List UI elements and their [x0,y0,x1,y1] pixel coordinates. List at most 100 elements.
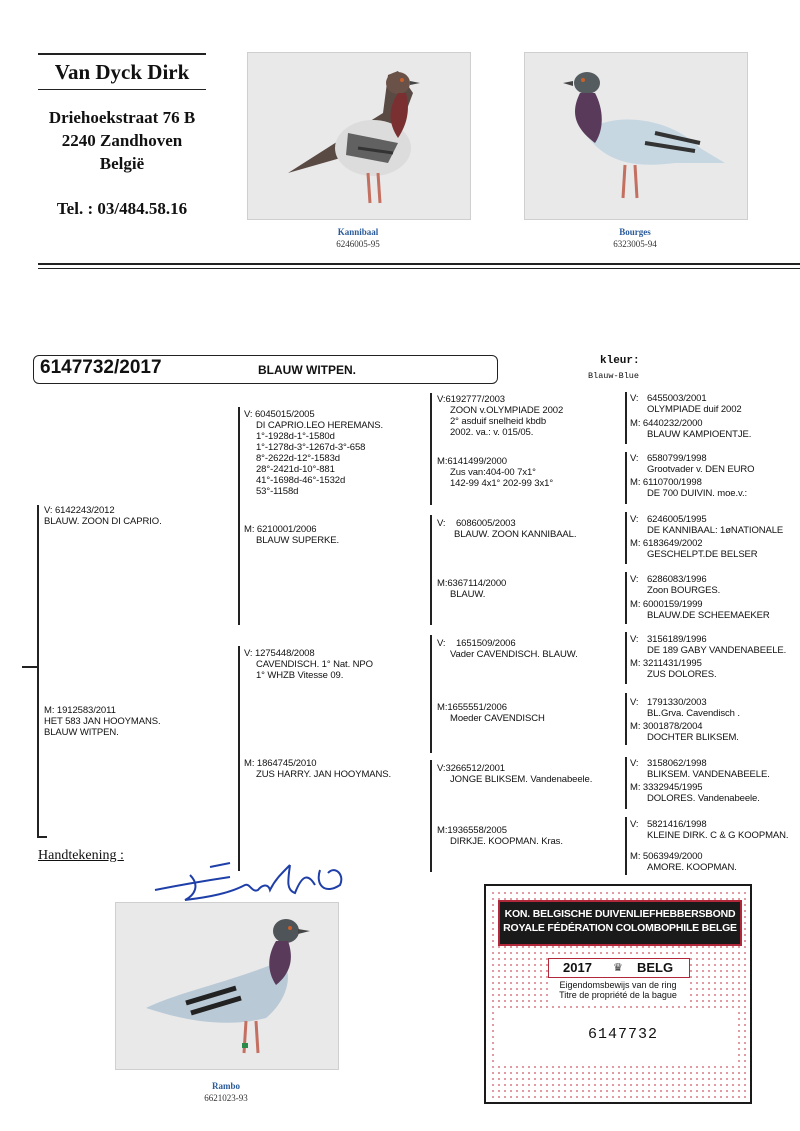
bird-description: BLAUW. ZOON DI CAPRIO. [44,516,162,527]
gen3-entry-6: M:1655551/2006 Moeder CAVENDISCH [437,702,545,724]
bird-description: DIRKJE. KOOPMAN. Kras. [450,836,563,847]
gen4-bracket-4 [625,572,627,624]
gen1-sire: V: 6142243/2012 BLAUW. ZOON DI CAPRIO. [44,505,162,527]
ring-number: 5821416/1998 [646,819,707,830]
header-name-rule [38,89,206,90]
gen2-bracket-top [238,407,240,625]
bird-description: Zoon BOURGES. [647,585,721,596]
photo-bourges [524,52,748,220]
breeder-country: België [99,154,145,173]
ring-number: 6045015/2005 [254,409,315,420]
ring-number: 6246005/1995 [646,514,707,525]
photo-kannibaal-ring: 6246005-95 [336,239,380,249]
bird-result: 8°-2622d-12°-1583d [256,453,340,464]
sire-label: V: [630,758,639,769]
bird-result: 2002. va.: v. 015/05. [450,427,534,438]
bird-description: AMORE. KOOPMAN. [647,862,737,873]
header-top-rule [38,53,206,55]
ownership-certificate: KON. BELGISCHE DUIVENLIEFHEBBERSBOND ROY… [484,884,752,1104]
bird-description: DOCHTER BLIKSEM. [647,732,739,743]
bird-result: 53°-1158d [256,486,299,497]
certificate-country: BELG [637,960,674,975]
bird-description: DE KANNIBAAL: 1øNATIONALE [647,525,784,536]
signature-label: Handtekening : [38,848,124,863]
gen3-entry-2: M:6141499/2000 Zus van:404-00 7x1° 142-9… [437,456,553,489]
breeder-city: 2240 Zandhoven [61,131,183,150]
bird-description: BLAUW. ZOON KANNIBAAL. [454,529,577,540]
ring-number: 3001878/2004 [642,721,703,732]
gen4-bracket-7 [625,757,627,809]
dam-label: M: [437,578,448,589]
gen2-bracket-bottom [238,646,240,871]
gen2-dam-2: M: 1864745/2010 ZUS HARRY. JAN HOOYMANS. [244,758,391,780]
sire-label: V: [437,638,446,649]
sire-label: V: [630,514,639,525]
certificate-line-1: KON. BELGISCHE DUIVENLIEFHEBBERSBOND [504,908,736,920]
photo-rambo-name: Rambo [211,1081,240,1091]
ring-number: 3158062/1998 [646,758,707,769]
sire-label: V: [437,518,446,529]
ring-number: 6455003/2001 [646,393,707,404]
ring-number: 6183649/2002 [642,538,703,549]
dam-label: M: [437,702,448,713]
gen4-bracket-2 [625,452,627,504]
ring-number: 1655551/2006 [447,702,507,713]
bird-description: BLAUW. [450,589,486,600]
bird-description: Grootvader v. DEN EURO [647,464,755,475]
gen1-dam: M: 1912583/2011 HET 583 JAN HOOYMANS. BL… [44,705,161,738]
gen4-bracket-6 [625,693,627,745]
sire-label: V: [244,409,253,420]
breeder-street: Driehoekstraat 76 B [48,108,196,127]
bird-result: 1° WHZB Vitesse 09. [256,670,344,681]
ring-number: 6367114/2000 [447,578,507,589]
sire-label: V: [630,634,639,645]
certificate-title-fr: Titre de propriété de la bague [559,990,677,1000]
certificate-ring-number: 6147732 [588,1026,659,1043]
dam-label: M: [437,825,448,836]
kleur-value: Blauw-Blue [588,371,640,381]
subject-ring: 6147732/2017 [40,357,162,378]
bird-description: OLYMPIADE duif 2002 [647,404,742,415]
photo-bourges-name: Bourges [619,227,651,237]
bird-description: BLAUW KAMPIOENTJE. [647,429,752,440]
bird-description: BLAUW.DE SCHEEMAEKER [647,610,770,621]
sire-label: V: [630,393,639,404]
gen1-bottom [37,836,47,838]
photo-rambo [115,902,339,1070]
ring-number: 3156189/1996 [646,634,707,645]
header-bottom-rule-1 [38,263,800,265]
ring-number: 3332945/1995 [642,782,703,793]
certificate-header: KON. BELGISCHE DUIVENLIEFHEBBERSBOND ROY… [498,900,742,946]
ring-number: 3211431/1995 [642,658,702,669]
dam-label: M: [630,538,641,549]
bird-description: BLAUW WITPEN. [44,727,119,738]
bird-description: BL.Grva. Cavendisch . [647,708,740,719]
bird-description: ZUS DOLORES. [647,669,717,680]
gen3-entry-1: V:6192777/2003 ZOON v.OLYMPIADE 2002 2° … [437,394,563,438]
gen1-tick [22,666,37,668]
gen2-sire-2: V: 1275448/2008 CAVENDISCH. 1° Nat. NPO … [244,648,373,681]
dam-label: M: [630,782,641,793]
ring-number: 6086005/2003 [455,518,516,529]
crown-icon: ♛ [613,962,623,974]
certificate-year: 2017 [563,960,592,975]
bird-result: 1°-1928d-1°-1580d [256,431,335,442]
sire-label: V: [630,697,639,708]
ring-number: 6141499/2000 [447,456,507,467]
dam-label: M: [630,721,641,732]
ring-number: 6192777/2003 [445,394,505,405]
gen3-entry-3: V: 6086005/2003 BLAUW. ZOON KANNIBAAL. [437,518,576,540]
header-bottom-rule-2 [38,268,800,269]
dam-label: M: [244,758,255,769]
bird-description: ZOON v.OLYMPIADE 2002 [450,405,564,416]
ring-number: 6210001/2006 [256,524,317,535]
dam-label: M: [437,456,448,467]
breeder-phone: Tel. : 03/484.58.16 [56,199,188,218]
ring-number: 1912583/2011 [56,705,116,716]
